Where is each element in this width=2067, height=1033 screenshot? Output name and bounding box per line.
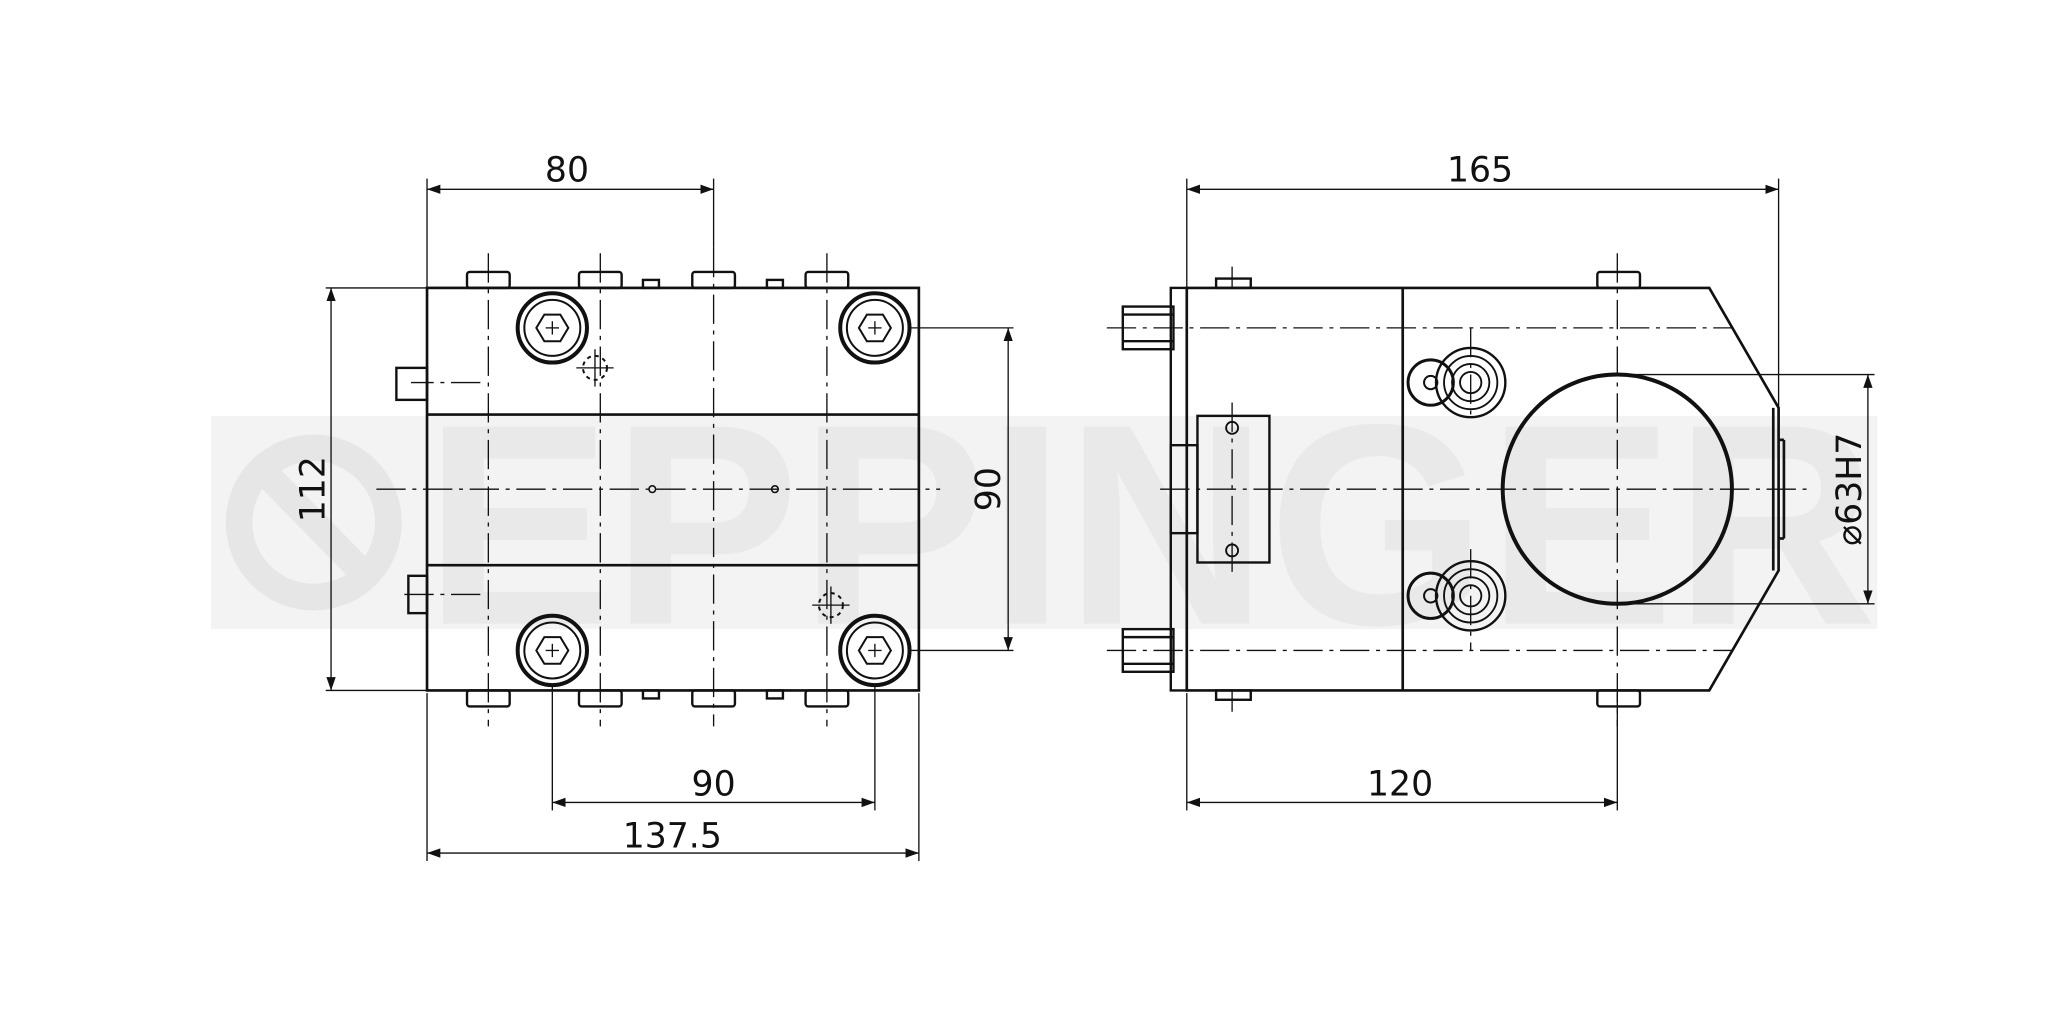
watermark: EPPINGER — [211, 365, 1878, 685]
side-dimensions — [1186, 178, 1875, 811]
bottom-stud-row — [465, 689, 850, 708]
dim-label-front-height-left: 112 — [293, 456, 333, 522]
top-stud-row — [465, 270, 850, 290]
side-centerlines — [1106, 253, 1814, 727]
front-centerlines — [376, 247, 941, 727]
hex-bolt-icon — [515, 291, 589, 365]
dim-label-front-width-top: 80 — [545, 150, 589, 190]
dim-label-bore-diameter: ⌀63H7 — [1830, 433, 1870, 546]
front-view — [376, 247, 941, 727]
hex-bolt-icon — [838, 291, 912, 365]
side-body — [1185, 286, 1780, 692]
brand-watermark-text: EPPINGER — [424, 365, 1877, 685]
brand-logo-icon — [225, 434, 402, 611]
dim-label-side-partial-width: 120 — [1367, 765, 1433, 805]
dim-label-bolt-spacing: 90 — [692, 765, 736, 805]
front-dimensions — [325, 178, 1014, 862]
dim-label-side-overall-width: 165 — [1447, 150, 1513, 190]
hex-bolt-icon — [515, 613, 589, 688]
dim-label-front-overall-width: 137.5 — [623, 817, 722, 857]
dim-label-front-height-right: 90 — [969, 467, 1009, 511]
